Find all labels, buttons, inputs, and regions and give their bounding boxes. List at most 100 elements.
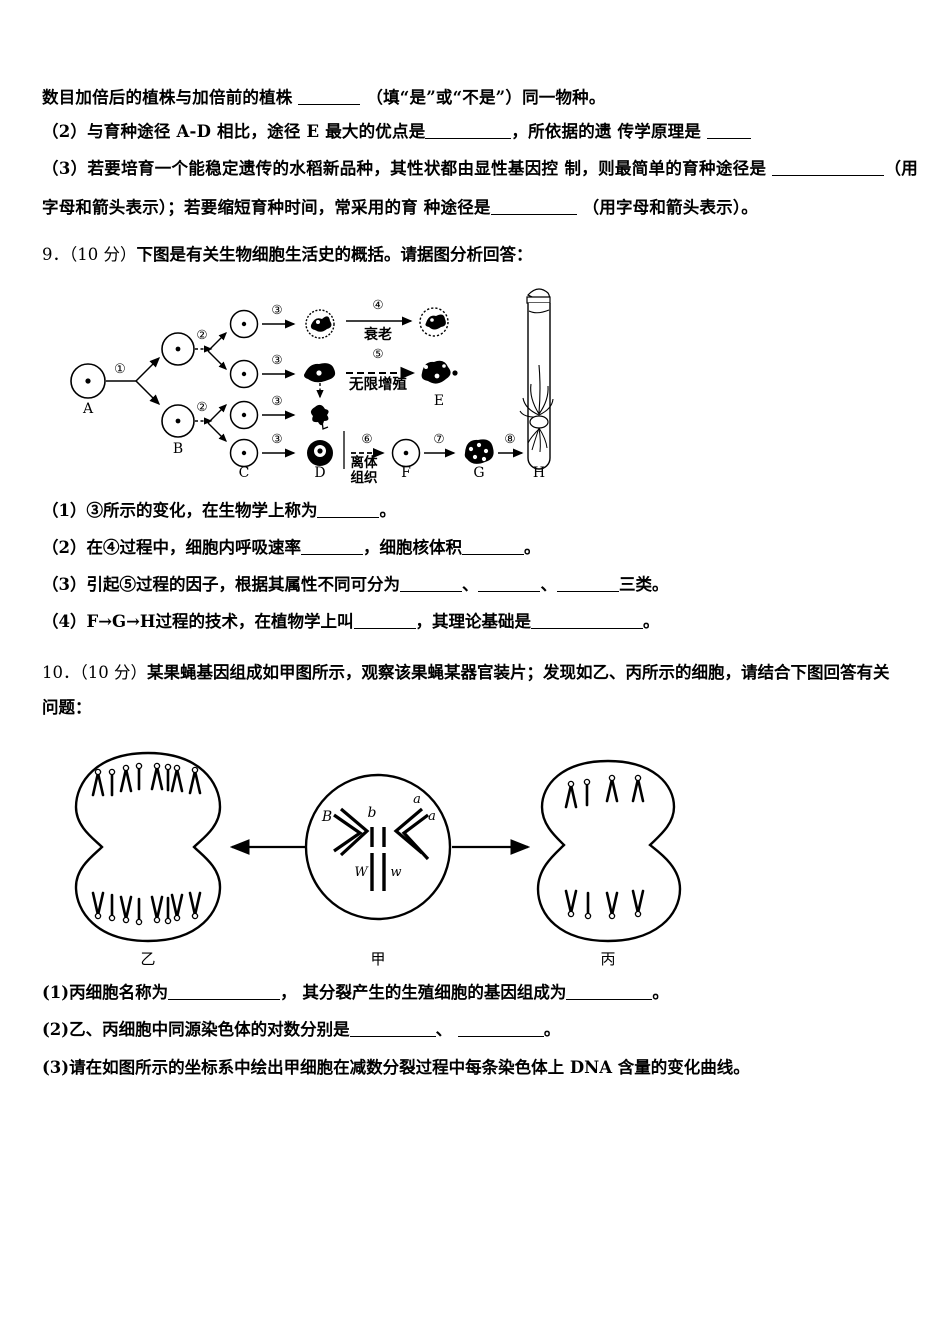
stage-D-cell-4 — [307, 439, 333, 466]
annotation-aging: 衰老 — [363, 326, 392, 343]
q10-sub2-text-a: (2)乙、丙细胞中同源染色体的对数分别是 — [42, 1020, 350, 1040]
stage-C-cell-2 — [229, 359, 259, 388]
process-number-6: ⑥ — [361, 431, 372, 446]
q9-sub4-text-a: （4）F→G→H过程的技术，在植物学上叫 — [42, 611, 354, 631]
stage-D-cell-3 — [310, 404, 329, 430]
answer-blank[interactable] — [478, 590, 541, 592]
question-10-sub-3: (3)请在如图所示的坐标系中绘出甲细胞在减数分裂过程中每条染色体上 DNA 含量… — [42, 1049, 918, 1086]
cell-yi — [74, 752, 222, 943]
stage-H-test-tube — [519, 287, 554, 470]
q10-sub1-text-b: ， 其分裂产生的生殖细胞的基因组成为 — [280, 983, 567, 1003]
jia-chromosome-Ww — [370, 853, 386, 892]
question-9-sub-3: （3）引起⑤过程的因子，根据其属性不同可分为 、 、 三类。 — [42, 566, 918, 603]
answer-blank[interactable] — [772, 175, 885, 177]
answer-blank[interactable] — [317, 516, 380, 518]
process-number-3-a: ③ — [271, 302, 282, 317]
question-9-heading: 9．（10 分）下图是有关生物细胞生活史的概括。请据图分析回答： — [42, 238, 918, 273]
stage-B-cell-lower — [161, 403, 195, 438]
answer-blank[interactable] — [300, 553, 363, 555]
question-9-figure: A ① B ② ② — [56, 281, 556, 486]
process-number-3-d: ③ — [271, 431, 282, 446]
cell-label-yi: 乙 — [140, 950, 155, 968]
answer-blank[interactable] — [353, 627, 416, 629]
gene-label-W: W — [354, 865, 369, 880]
question-9-sub-4: （4）F→G→H过程的技术，在植物学上叫，其理论基础是。 — [42, 603, 918, 640]
stage-E-cell-mass — [421, 360, 458, 384]
q9-sub3-text-b: 、 — [461, 574, 479, 594]
q10-sub1-text-c: 。 — [652, 983, 669, 1003]
stage-label-C: C — [239, 465, 250, 481]
stage-label-A: A — [82, 401, 94, 417]
answer-blank[interactable] — [490, 214, 577, 216]
process-number-5: ⑤ — [372, 346, 383, 361]
carryover-q3: （3）若要培育一个能稳定遗传的水稻新品种，其性状都由显性基因控 制，则最简单的育… — [42, 150, 918, 228]
question-9-sub-1: （1）③所示的变化，在生物学上称为。 — [42, 492, 918, 529]
question-10-stem-line2-wrap: 问题： — [42, 691, 918, 726]
q9-sub3-text-a: （3）引起⑤过程的因子，根据其属性不同可分为 — [42, 574, 400, 594]
answer-blank[interactable] — [566, 999, 653, 1001]
stage-label-H: H — [533, 465, 545, 481]
q9-sub3-text-c: 、 — [540, 574, 557, 594]
answer-blank[interactable] — [168, 999, 281, 1001]
gene-label-w: w — [390, 865, 401, 880]
question-9-stem: 下图是有关生物细胞生活史的概括。请据图分析回答： — [136, 244, 533, 264]
gene-label-a-1: a — [413, 792, 421, 807]
process-number-2-lower: ② — [196, 399, 207, 414]
stage-label-F: F — [401, 465, 411, 481]
q10-sub3-text-a: (3)请在如图所示的坐标系中绘出甲细胞在减数分裂过程中每条染色体上 DNA 含量… — [42, 1057, 750, 1077]
answer-blank[interactable] — [531, 627, 644, 629]
answer-blank[interactable] — [707, 138, 752, 140]
q9-sub2-text-b: ，细胞核体积 — [362, 537, 462, 557]
stage-label-G: G — [473, 465, 484, 481]
cell-label-bing: 丙 — [600, 950, 615, 968]
q9-sub2-text-a: （2）在④过程中，细胞内呼吸速率 — [42, 537, 301, 557]
q9-sub3-text-d: 三类。 — [618, 574, 669, 594]
stage-C-cell-1 — [229, 309, 259, 338]
answer-blank[interactable] — [556, 590, 619, 592]
stage-B-cell-upper — [161, 331, 195, 366]
answer-blank[interactable] — [399, 590, 462, 592]
stage-G-callus — [464, 438, 494, 464]
page-content: 数目加倍后的植株与加倍前的植株 （填“是”或“不是”）同一物种。 （2）与育种途… — [42, 82, 918, 1086]
answer-blank[interactable] — [457, 1036, 544, 1038]
jia-chromosome-aa — [393, 808, 430, 861]
process-number-4: ④ — [372, 297, 383, 312]
process-number-3-c: ③ — [271, 393, 282, 408]
gene-label-a-2: a — [428, 809, 436, 824]
question-10-score: （10 分） — [79, 663, 148, 683]
question-10-sub-2: (2)乙、丙细胞中同源染色体的对数分别是、 。 — [42, 1011, 918, 1048]
question-10-figure: 乙 B b a a — [60, 735, 720, 970]
jia-chromosome-Bb — [333, 808, 370, 857]
q9-sub4-text-b: ，其理论基础是 — [415, 611, 532, 631]
stage-label-D: D — [314, 465, 325, 481]
q10-sub2-text-b: 、 — [435, 1020, 453, 1040]
carryover-q3-b: （用字母和箭头表示）；若要缩短育种时间，常采用的育 种途径是 — [42, 159, 918, 218]
question-9-score: （10 分） — [69, 244, 137, 264]
process-number-7: ⑦ — [433, 431, 444, 446]
answer-blank[interactable] — [461, 553, 524, 555]
answer-blank[interactable] — [425, 138, 512, 140]
stage-C-cell-3 — [229, 400, 259, 429]
question-9-number: 9． — [42, 244, 69, 264]
stage-D-cell-2 — [304, 362, 336, 382]
q9-sub1-text-a: （1）③所示的变化，在生物学上称为 — [42, 500, 318, 520]
answer-blank[interactable] — [298, 104, 361, 105]
question-10-stem-line2: 问题： — [42, 697, 92, 717]
jia-chromosome-short-pair — [370, 827, 386, 848]
carryover-q3-c: （用字母和箭头表示）。 — [582, 198, 759, 218]
stage-D-cell-1 — [305, 308, 335, 339]
answer-blank[interactable] — [349, 1036, 436, 1038]
question-10-stem-line1: 某果蝇基因组成如甲图所示，观察该果蝇某器官装片；发现如乙、丙所示的细胞，请结合下… — [147, 663, 890, 683]
carryover-line1-b: （填“是”或“不是”）同一物种。 — [366, 88, 606, 107]
carryover-line-1: 数目加倍后的植株与加倍前的植株 （填“是”或“不是”）同一物种。 — [42, 82, 918, 114]
question-10-heading: 10．（10 分）某果蝇基因组成如甲图所示，观察该果蝇某器官装片；发现如乙、丙所… — [42, 656, 918, 691]
annotation-unlimited-proliferation: 无限增殖 — [349, 375, 407, 393]
question-9-sub-2: （2）在④过程中，细胞内呼吸速率，细胞核体积。 — [42, 529, 918, 566]
process-number-3-b: ③ — [271, 352, 282, 367]
stage-C-cell-4 — [229, 438, 259, 467]
q10-sub1-text-a: (1)丙细胞名称为 — [42, 983, 169, 1003]
gene-label-B: B — [321, 809, 332, 825]
gene-label-b: b — [368, 805, 377, 821]
process-number-1: ① — [114, 362, 126, 377]
